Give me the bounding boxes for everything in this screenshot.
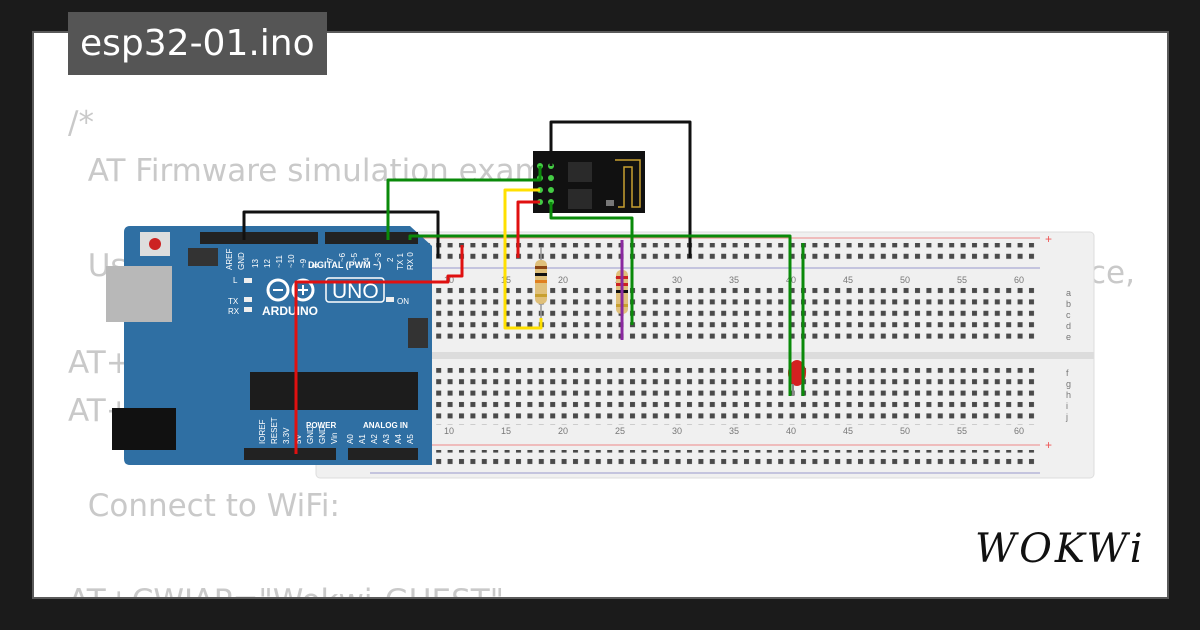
board-name: UNO [332, 280, 379, 303]
svg-text:A4: A4 [394, 434, 403, 444]
svg-text:13: 13 [251, 259, 260, 268]
svg-text:A1: A1 [358, 434, 367, 444]
svg-text:2: 2 [386, 257, 395, 262]
column-number: 45 [843, 426, 853, 436]
row-letter: b [1066, 299, 1071, 309]
svg-text:Vin: Vin [330, 433, 339, 444]
wokwi-logo: WOKWi [975, 526, 1146, 572]
breadboard[interactable]: + + 10 15 20 25 30 35 40 45 50 55 60 10 … [315, 231, 1095, 479]
svg-text:A3: A3 [382, 434, 391, 444]
tx-led-label: TX [228, 297, 239, 306]
column-number: 35 [729, 426, 739, 436]
code-line: /* [68, 105, 94, 141]
wire-5v[interactable] [294, 245, 464, 454]
code-line: AT+CWJAP="Wokwi-GUEST" [68, 583, 504, 597]
svg-text:~5: ~5 [350, 252, 359, 262]
code-line: AT+ [68, 345, 132, 381]
column-number: 50 [900, 275, 910, 285]
usb-port [106, 266, 172, 322]
atmega-chip [250, 372, 418, 410]
svg-text:+: + [1045, 438, 1052, 452]
svg-text:AREF: AREF [225, 249, 234, 270]
svg-text:12: 12 [263, 259, 272, 268]
column-number: 25 [615, 426, 625, 436]
row-letter: d [1066, 321, 1071, 331]
code-line: ce, [1089, 255, 1135, 291]
row-letter: i [1066, 401, 1068, 411]
svg-text:4: 4 [362, 257, 371, 262]
row-letter: c [1066, 310, 1071, 320]
digital-header-left[interactable] [200, 232, 318, 244]
wires [242, 120, 805, 454]
analog-header[interactable] [348, 448, 418, 460]
board-brand: ARDUINO [262, 304, 318, 318]
column-number: 55 [957, 426, 967, 436]
row-letter: h [1066, 390, 1071, 400]
column-number: 30 [672, 275, 682, 285]
column-number: 20 [558, 275, 568, 285]
project-title[interactable]: esp32-01.ino [68, 12, 327, 75]
svg-text:GND: GND [306, 426, 315, 444]
svg-text:5V: 5V [294, 434, 303, 444]
digital-label: DIGITAL (PWM ~) [308, 260, 381, 270]
column-number: 55 [957, 275, 967, 285]
power-label: POWER [306, 421, 336, 430]
svg-text:3.3V: 3.3V [282, 427, 291, 444]
svg-text:TX 1: TX 1 [396, 253, 405, 270]
resistor-1[interactable] [535, 247, 547, 318]
wire-tx[interactable] [386, 166, 542, 240]
svg-text:+: + [1045, 232, 1052, 246]
row-letter: a [1066, 288, 1071, 298]
svg-text:IOREF: IOREF [258, 419, 267, 444]
antenna-icon [615, 159, 641, 208]
arduino-uno-board[interactable]: AREF GND 13 12 ~11 ~10 ~9 8 7 ~6 ~5 4 ~3… [106, 226, 432, 465]
column-number: 40 [786, 426, 796, 436]
reset-button[interactable] [149, 238, 161, 250]
column-number: 10 [444, 426, 454, 436]
analog-label: ANALOG IN [363, 421, 408, 430]
rx-led-label: RX [228, 307, 240, 316]
svg-text:~9: ~9 [299, 258, 308, 268]
column-number: 30 [672, 426, 682, 436]
row-letter: g [1066, 379, 1071, 389]
arduino-logo-icon [266, 278, 315, 302]
row-letter: j [1065, 412, 1068, 422]
wire-led-anode[interactable] [408, 234, 792, 396]
svg-text:A5: A5 [406, 434, 415, 444]
l-led-label: L [233, 276, 238, 285]
svg-text:7: 7 [326, 257, 335, 262]
svg-text:RESET: RESET [270, 417, 279, 444]
wire-rx[interactable] [549, 202, 634, 325]
column-number: 35 [729, 275, 739, 285]
svg-text:8: 8 [311, 263, 320, 268]
power-header[interactable] [244, 448, 336, 460]
power-jack [112, 408, 176, 450]
column-number: 45 [843, 275, 853, 285]
on-led-label: ON [397, 297, 409, 306]
svg-text:A0: A0 [346, 434, 355, 444]
wire-gnd-esp[interactable] [549, 120, 692, 258]
column-number: 60 [1014, 426, 1024, 436]
svg-text:RX 0: RX 0 [406, 252, 415, 270]
svg-text:~3: ~3 [374, 252, 383, 262]
column-number: 50 [900, 426, 910, 436]
digital-header-right[interactable] [325, 232, 418, 244]
svg-text:A2: A2 [370, 434, 379, 444]
svg-text:~6: ~6 [338, 252, 347, 262]
row-letter: f [1066, 368, 1069, 378]
svg-text:GND: GND [237, 252, 246, 270]
row-letter: e [1066, 332, 1071, 342]
svg-text:GND: GND [318, 426, 327, 444]
code-line: Connect to WiFi: [68, 488, 340, 524]
svg-text:~11: ~11 [275, 254, 284, 268]
wire-vcc[interactable] [516, 200, 540, 258]
column-number: 20 [558, 426, 568, 436]
column-number: 15 [501, 426, 511, 436]
wire-ch-pd[interactable] [503, 188, 543, 330]
column-number: 60 [1014, 275, 1024, 285]
svg-text:~10: ~10 [287, 254, 296, 268]
